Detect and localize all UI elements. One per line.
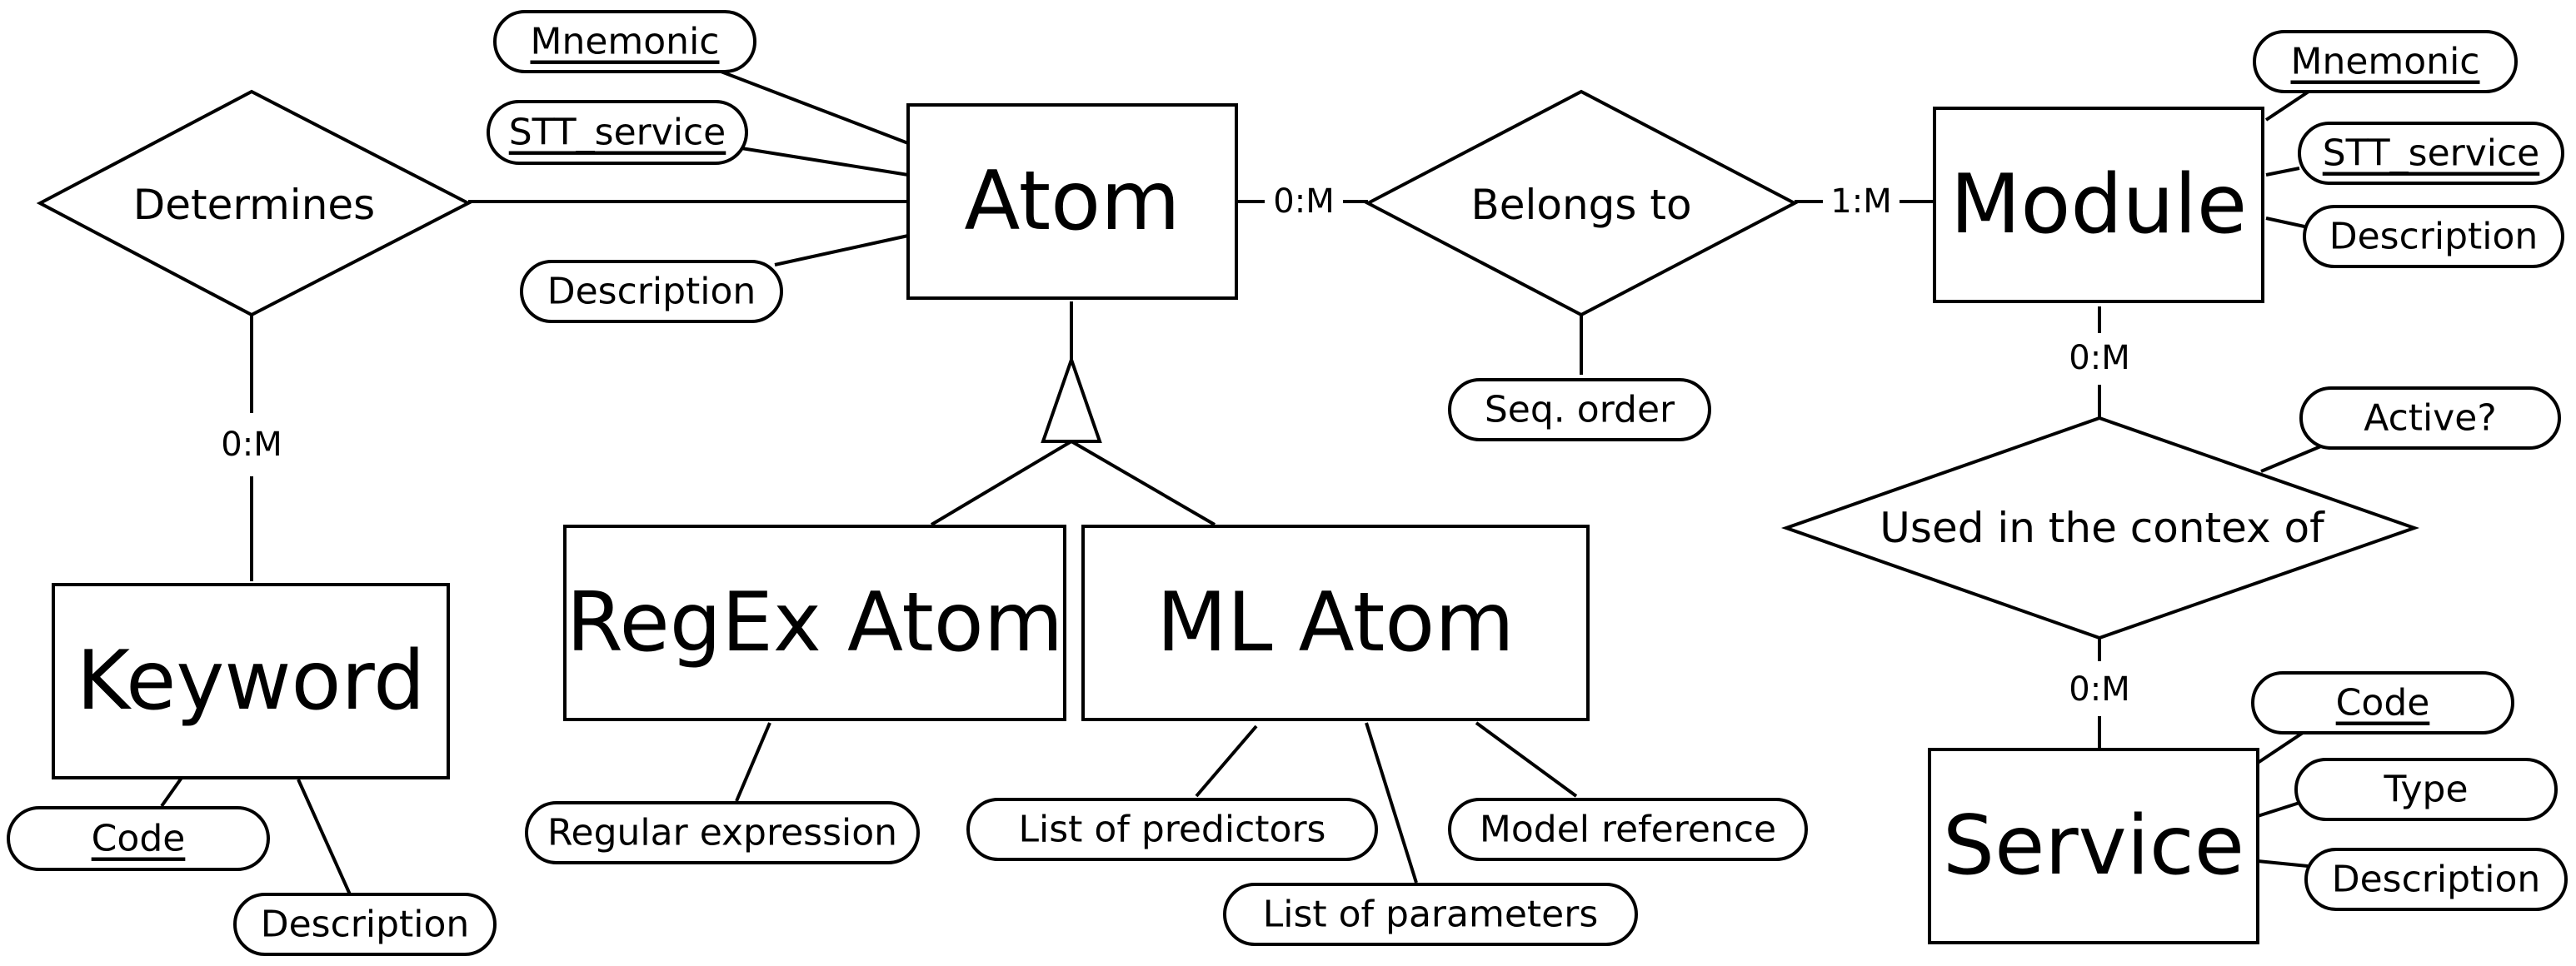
- attribute-service-description[interactable]: Description: [2304, 848, 2568, 911]
- relationship-belongs-to[interactable]: Belongs to: [1364, 89, 1799, 317]
- attribute-service-type[interactable]: Type: [2294, 758, 2558, 821]
- attribute-module-description[interactable]: Description: [2303, 205, 2564, 268]
- attribute-service-code[interactable]: Code: [2251, 671, 2514, 734]
- attribute-atom-description-label: Description: [547, 271, 756, 313]
- attribute-atom-description[interactable]: Description: [520, 260, 783, 323]
- relationship-belongs-to-label: Belongs to: [1470, 181, 1691, 229]
- attribute-regular-expression-label: Regular expression: [547, 812, 897, 854]
- attribute-service-type-label: Type: [2383, 769, 2468, 811]
- cardinality-determines-keyword: 0:M: [221, 426, 282, 464]
- relationship-determines-label: Determines: [133, 181, 375, 229]
- attribute-active-label: Active?: [2364, 397, 2496, 440]
- attribute-module-stt-service[interactable]: STT_service: [2298, 122, 2564, 185]
- connector-lines: [160, 67, 2334, 895]
- attribute-atom-mnemonic[interactable]: Mnemonic: [493, 10, 756, 73]
- entity-ml-atom[interactable]: ML Atom: [1081, 525, 1590, 721]
- attribute-list-of-predictors[interactable]: List of predictors: [966, 798, 1378, 861]
- attribute-model-reference-label: Model reference: [1480, 809, 1776, 851]
- relationship-used-in-context[interactable]: Used in the contex of: [1780, 416, 2420, 640]
- attribute-keyword-code[interactable]: Code: [7, 806, 270, 871]
- attribute-atom-stt-service-label: STT_service: [509, 112, 726, 154]
- attribute-atom-stt-service[interactable]: STT_service: [487, 100, 748, 165]
- entity-keyword-label: Keyword: [77, 634, 426, 729]
- entity-module-label: Module: [1950, 157, 2247, 252]
- attribute-module-mnemonic[interactable]: Mnemonic: [2253, 30, 2518, 93]
- entity-ml-atom-label: ML Atom: [1156, 575, 1514, 670]
- attribute-service-description-label: Description: [2332, 859, 2541, 901]
- cardinality-module-used: 0:M: [2069, 339, 2129, 377]
- entity-atom[interactable]: Atom: [906, 103, 1238, 300]
- entity-module[interactable]: Module: [1933, 107, 2264, 303]
- attribute-atom-mnemonic-label: Mnemonic: [530, 21, 719, 63]
- cardinality-used-service: 0:M: [2069, 670, 2129, 709]
- attribute-list-of-predictors-label: List of predictors: [1019, 809, 1326, 851]
- attribute-model-reference[interactable]: Model reference: [1448, 798, 1808, 861]
- attribute-active[interactable]: Active?: [2299, 386, 2561, 450]
- cardinality-atom-belongs: 0:M: [1273, 182, 1334, 221]
- attribute-regular-expression[interactable]: Regular expression: [525, 801, 920, 864]
- attribute-module-stt-service-label: STT_service: [2323, 132, 2540, 175]
- attribute-keyword-description[interactable]: Description: [233, 893, 497, 956]
- entity-regex-atom[interactable]: RegEx Atom: [563, 525, 1066, 721]
- entity-service-label: Service: [1943, 799, 2244, 894]
- attribute-seq-order[interactable]: Seq. order: [1448, 378, 1711, 441]
- cardinality-belongs-module: 1:M: [1830, 182, 1891, 221]
- entity-atom-label: Atom: [964, 154, 1180, 249]
- entity-keyword[interactable]: Keyword: [52, 583, 450, 779]
- entity-regex-atom-label: RegEx Atom: [567, 575, 1063, 670]
- attribute-seq-order-label: Seq. order: [1485, 389, 1675, 431]
- inheritance-triangle: [1041, 354, 1102, 443]
- relationship-used-in-context-label: Used in the contex of: [1880, 504, 2325, 552]
- attribute-module-mnemonic-label: Mnemonic: [2290, 41, 2479, 83]
- relationship-determines[interactable]: Determines: [36, 89, 472, 317]
- attribute-keyword-description-label: Description: [261, 904, 470, 946]
- attribute-list-of-parameters-label: List of parameters: [1263, 894, 1599, 936]
- entity-service[interactable]: Service: [1928, 748, 2259, 944]
- attribute-keyword-code-label: Code: [92, 818, 186, 860]
- attribute-list-of-parameters[interactable]: List of parameters: [1223, 883, 1638, 946]
- attribute-module-description-label: Description: [2329, 216, 2539, 258]
- attribute-service-code-label: Code: [2336, 682, 2430, 724]
